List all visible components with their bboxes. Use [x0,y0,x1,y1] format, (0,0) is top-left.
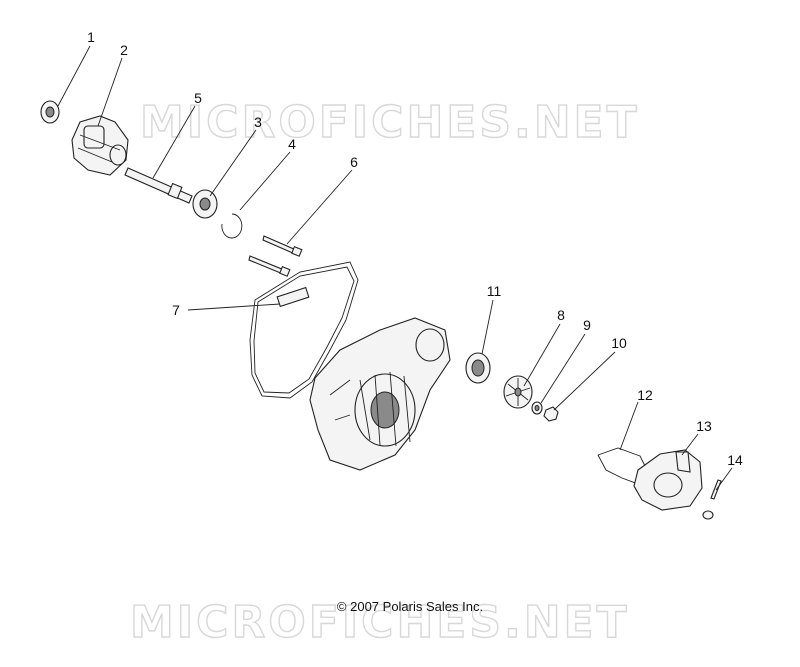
callout-14: 14 [727,452,743,468]
leader-10 [553,351,616,411]
leader-12 [619,401,639,451]
callout-6: 6 [350,154,358,170]
callout-5: 5 [194,90,202,106]
leader-lines [57,45,733,491]
leader-13 [681,433,699,456]
part-7-gasket [249,261,359,399]
part-14-screw [702,479,722,520]
callout-4: 4 [288,136,296,152]
callout-12: 12 [637,387,653,403]
callout-7: 7 [172,302,180,318]
part-11-seal [465,352,491,384]
leader-8 [523,323,561,387]
leader-1 [57,45,91,107]
leader-6 [286,169,353,245]
leader-11 [481,299,494,355]
part-10-nut [543,406,559,422]
leader-3 [209,129,257,197]
leader-7 [187,303,281,311]
watermark-top: MICROFICHES.NET [140,97,640,148]
watermark-bottom: MICROFICHES.NET [130,597,630,648]
part-8-impeller [503,375,533,409]
callout-9: 9 [583,317,591,333]
callout-8: 8 [557,307,565,323]
part-6-bolts [248,235,303,277]
crankcase-cover [309,317,451,471]
part-1-gear [40,100,60,124]
part-4-snap-ring [221,213,243,239]
leader-5 [152,105,196,179]
callout-labels: 1 2 3 4 5 6 7 8 9 10 11 12 13 14 [87,29,743,468]
leader-4 [239,151,291,211]
callout-1: 1 [87,29,95,45]
callout-13: 13 [696,418,712,434]
part-5-shaft [124,167,193,204]
copyright-text: © 2007 Polaris Sales Inc. [337,599,483,614]
callout-2: 2 [120,42,128,58]
leader-14 [715,467,733,491]
part-3-bearing [192,189,218,219]
part-2-pump-housing [71,115,129,176]
callout-11: 11 [487,283,502,299]
callout-3: 3 [254,114,262,130]
leader-9 [540,333,586,404]
part-13-pump-cover [633,449,703,511]
callout-10: 10 [611,335,627,351]
part-9-washer [531,401,543,415]
leader-2 [97,57,123,127]
